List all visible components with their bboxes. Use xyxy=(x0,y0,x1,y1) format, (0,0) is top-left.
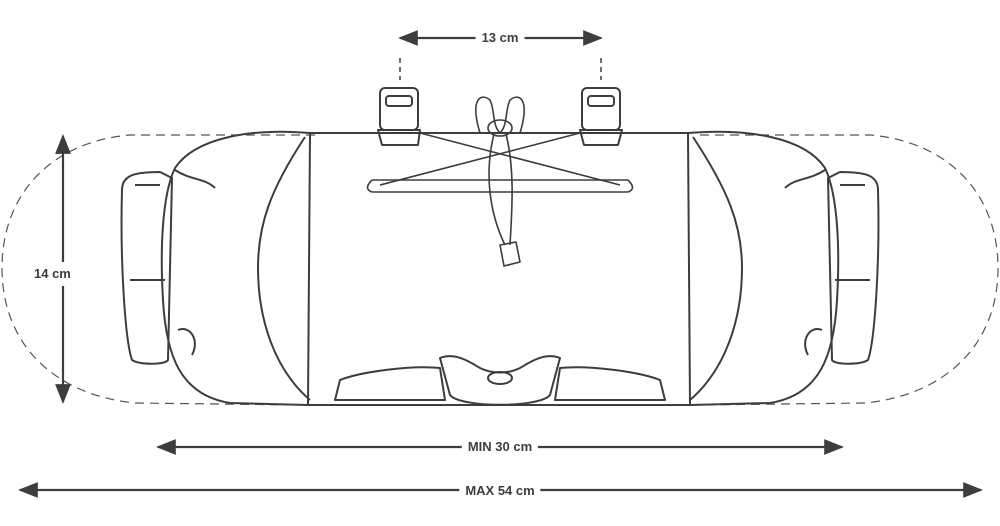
max-length-label: MAX 54 cm xyxy=(459,483,541,499)
bottom-pads xyxy=(334,355,666,406)
max-extension-outline xyxy=(1,134,999,406)
bungee-cords xyxy=(366,96,634,267)
bag-body xyxy=(160,130,840,406)
side-straps xyxy=(120,171,880,365)
mount-width-label: 13 cm xyxy=(475,30,525,46)
height-label: 14 cm xyxy=(30,262,75,286)
min-length-label: MIN 30 cm xyxy=(461,439,539,455)
top-mounts xyxy=(377,87,623,146)
